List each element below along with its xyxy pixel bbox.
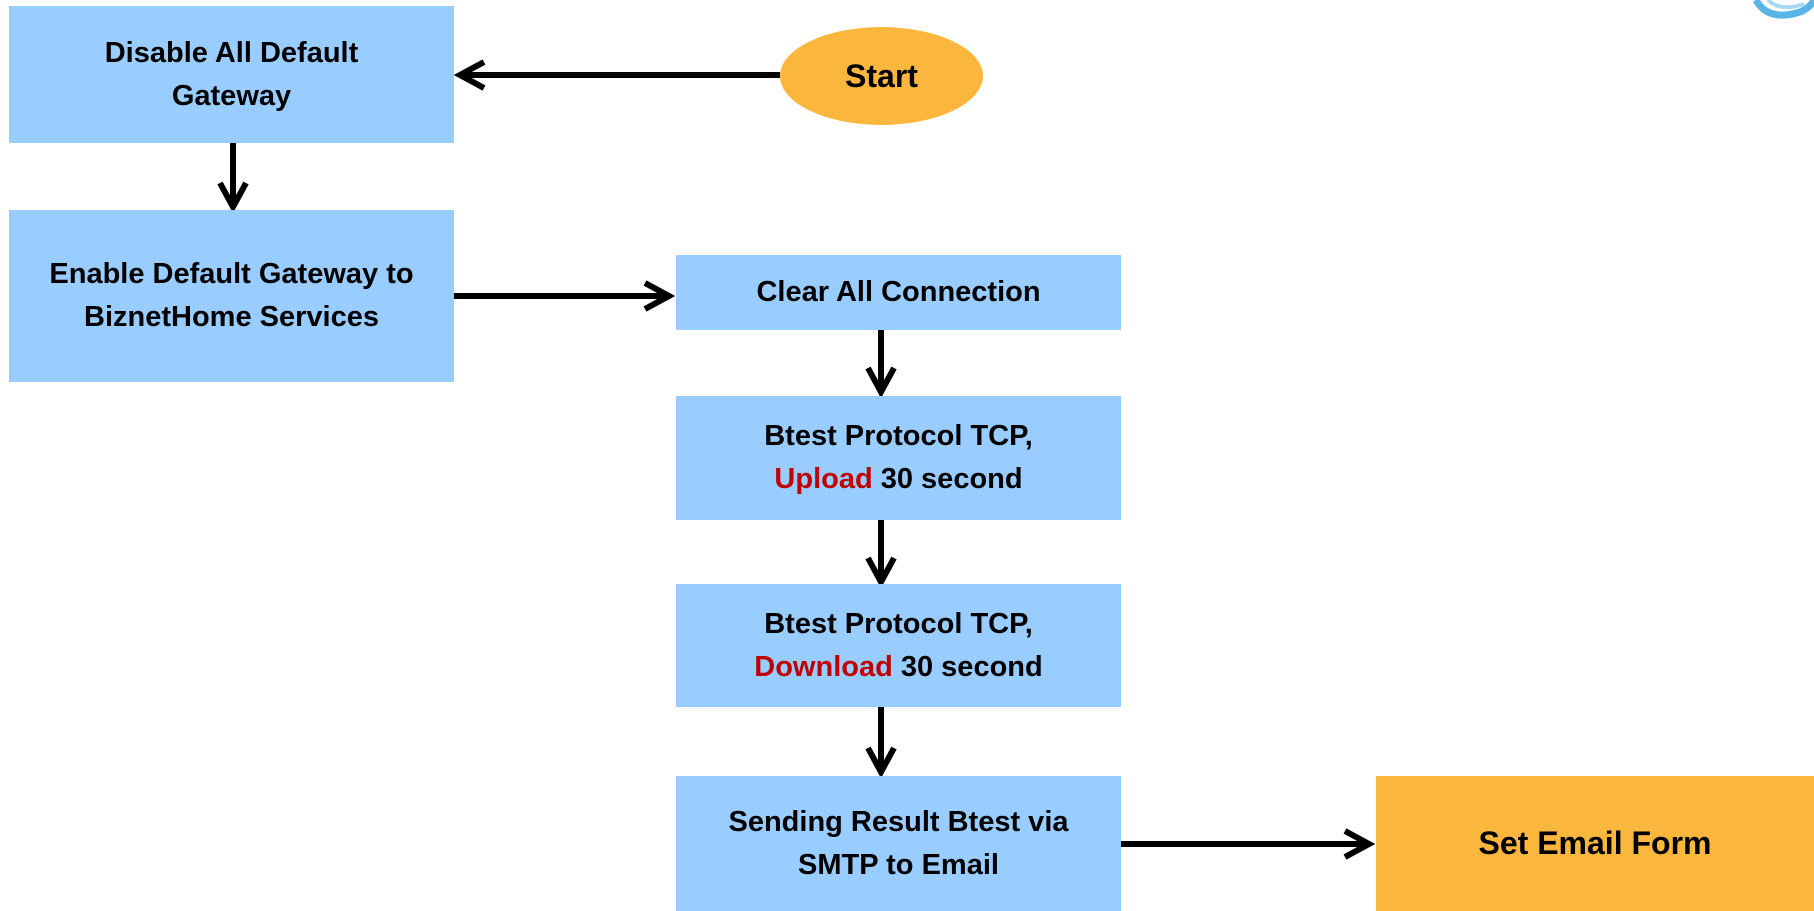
download-test-label-line1: Btest Protocol TCP, xyxy=(764,607,1033,640)
arrow-enable-to-clear xyxy=(454,280,676,312)
clear-connection-label: Clear All Connection xyxy=(756,276,1041,308)
upload-test-node: Btest Protocol TCP, Upload 30 second xyxy=(676,396,1121,520)
arrow-clear-to-upload xyxy=(865,330,897,399)
download-duration: 30 second xyxy=(892,650,1043,683)
send-result-label-line2: SMTP to Email xyxy=(798,848,999,881)
upload-duration: 30 second xyxy=(872,463,1023,495)
arrow-upload-to-download xyxy=(865,520,897,589)
send-result-label-line1: Sending Result Btest via xyxy=(728,805,1069,838)
email-form-node: Set Email Form xyxy=(1376,776,1814,911)
disable-gateway-label-line2: Gateway xyxy=(171,79,292,112)
upload-test-label-line1: Btest Protocol TCP, xyxy=(764,420,1033,452)
download-test-label-line2: Download 30 second xyxy=(754,646,1042,689)
logo-icon xyxy=(1752,0,1814,19)
download-test-node: Btest Protocol TCP, Download 30 second xyxy=(676,584,1121,707)
arrow-disable-to-enable xyxy=(217,142,249,214)
enable-gateway-label-line2: BiznetHome Services xyxy=(84,301,379,333)
arrow-start-to-disable xyxy=(453,59,780,91)
enable-gateway-node: Enable Default Gateway to BiznetHome Ser… xyxy=(9,210,454,382)
arrow-download-to-send xyxy=(865,707,897,779)
disable-gateway-label-line1: Disable All Default xyxy=(104,36,359,69)
send-result-node: Sending Result Btest via SMTP to Email xyxy=(676,776,1121,911)
upload-test-label-line2: Upload 30 second xyxy=(774,458,1022,501)
arrow-send-to-email-form xyxy=(1121,828,1376,860)
clear-connection-node: Clear All Connection xyxy=(676,255,1121,330)
upload-highlight: Upload xyxy=(774,463,873,495)
enable-gateway-label-line1: Enable Default Gateway to xyxy=(49,258,414,290)
start-label: Start xyxy=(845,57,918,94)
download-highlight: Download xyxy=(754,650,893,683)
start-node: Start xyxy=(780,27,983,125)
email-form-label: Set Email Form xyxy=(1478,825,1712,861)
disable-gateway-node: Disable All Default Gateway xyxy=(9,6,454,143)
